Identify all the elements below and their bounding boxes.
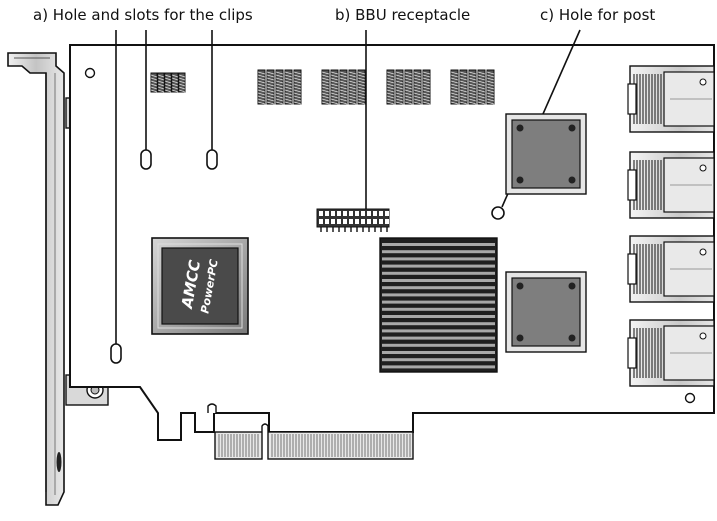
memory-chip-group bbox=[257, 69, 302, 105]
bbu-receptacle bbox=[316, 208, 390, 232]
clip-hole bbox=[110, 343, 122, 364]
board-hole-bottom-right bbox=[684, 392, 696, 404]
controller-chip-top bbox=[505, 113, 587, 195]
memory-chip-group bbox=[150, 72, 186, 93]
sas-connectors bbox=[627, 65, 715, 387]
callout-post-hole-label: c) Hole for post bbox=[540, 6, 656, 24]
sas-connector bbox=[627, 151, 715, 219]
powerpc-processor: AMCC PowerPC bbox=[151, 237, 249, 335]
memory-chips bbox=[150, 69, 495, 105]
memory-chip-group bbox=[386, 69, 431, 105]
bracket-slot bbox=[56, 452, 62, 472]
clip-slot-2 bbox=[206, 149, 218, 170]
sas-connector bbox=[627, 65, 715, 133]
callout-bbu-receptacle-label: b) BBU receptacle bbox=[335, 6, 471, 24]
pcie-edge-connector bbox=[207, 403, 414, 460]
post-hole bbox=[491, 206, 505, 220]
sas-connector bbox=[627, 319, 715, 387]
board-hole-top-left bbox=[84, 67, 96, 79]
memory-chip-group bbox=[450, 69, 495, 105]
memory-chip-group bbox=[321, 69, 366, 105]
heatsink bbox=[379, 237, 498, 373]
clip-slot-1 bbox=[140, 149, 152, 170]
sas-connector bbox=[627, 235, 715, 303]
controller-chip-bottom bbox=[505, 271, 587, 353]
callout-clip-holes-label: a) Hole and slots for the clips bbox=[33, 6, 253, 24]
